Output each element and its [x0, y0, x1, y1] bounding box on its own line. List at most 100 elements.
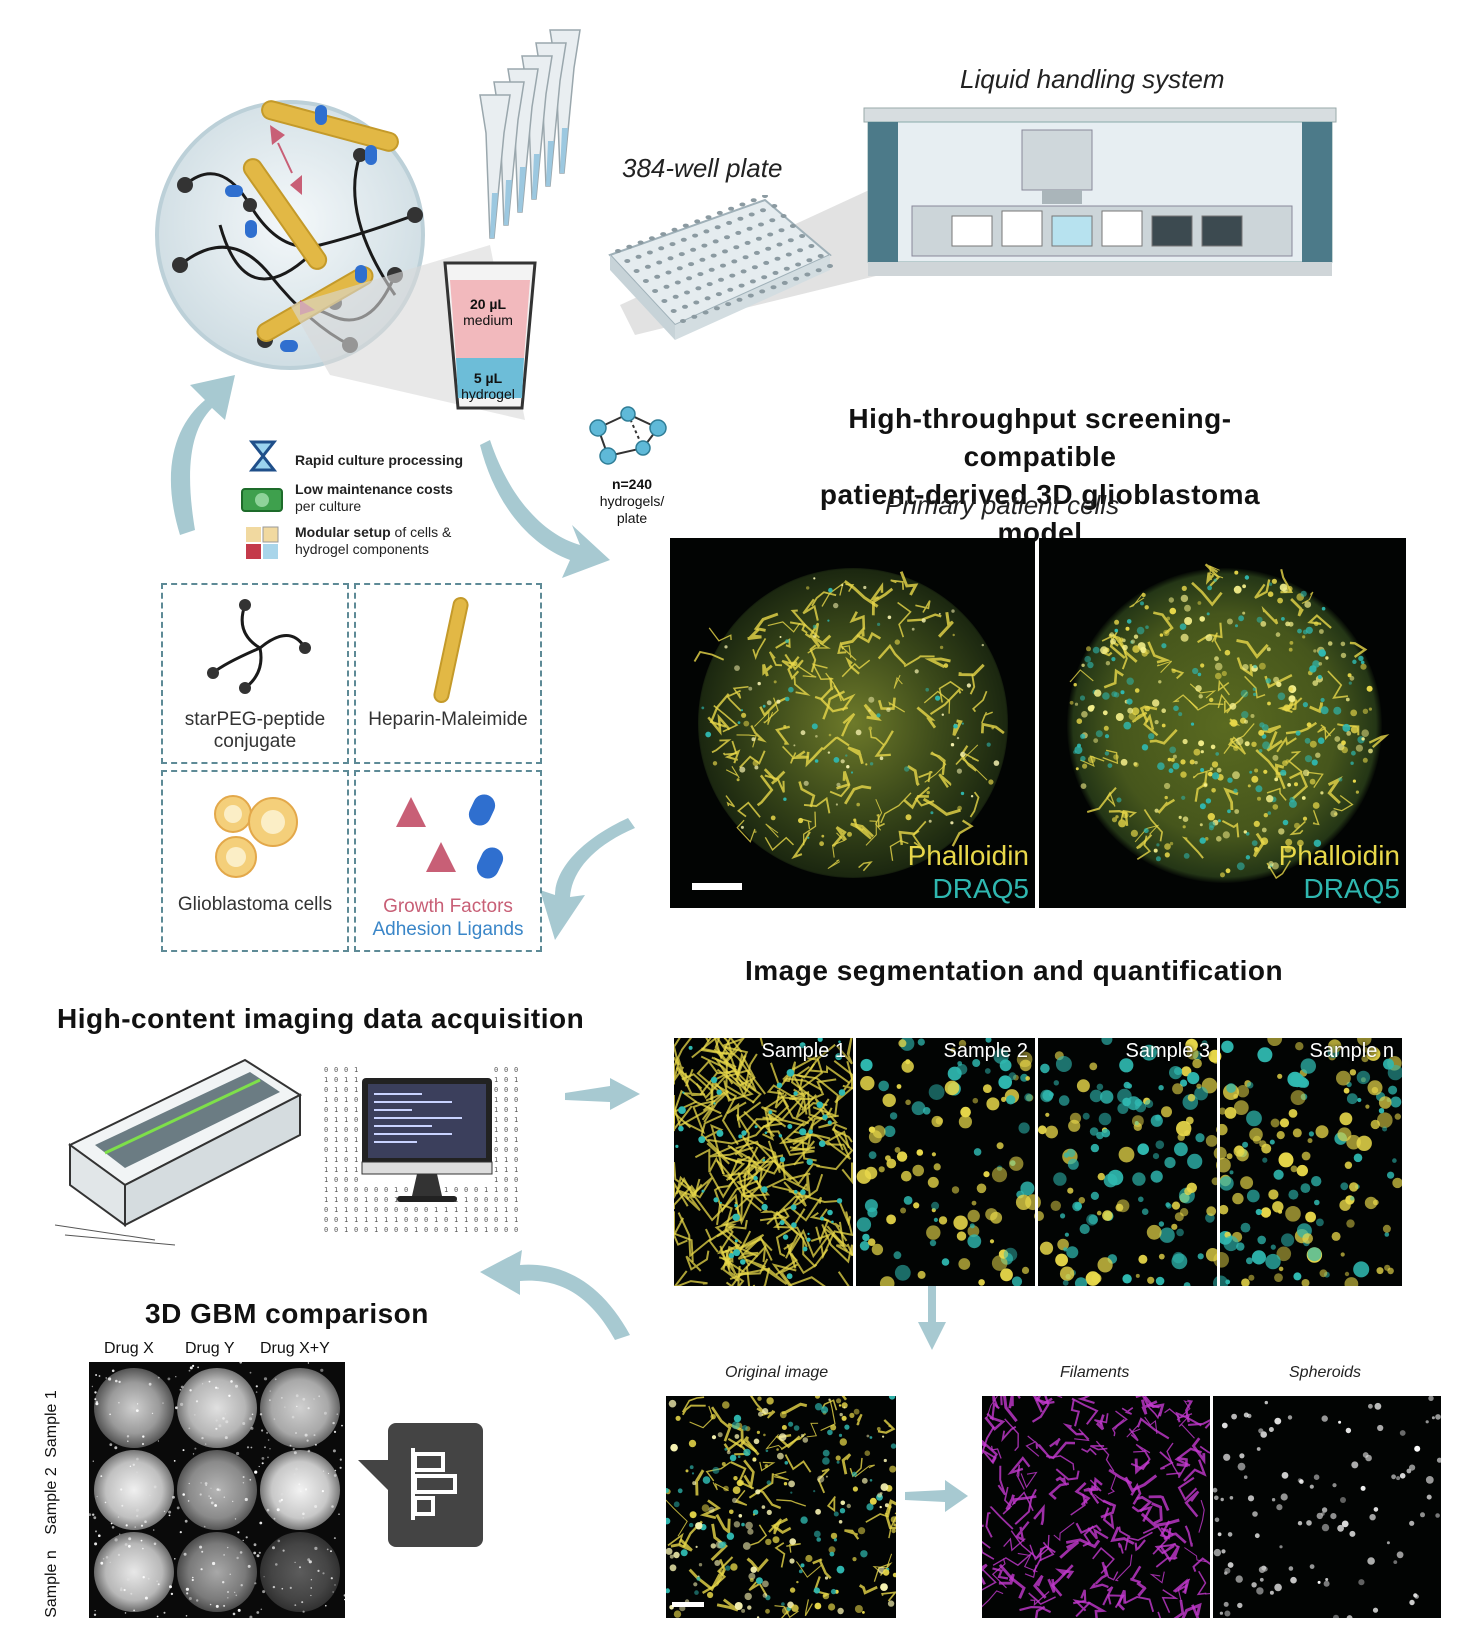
- gbm-speckle: [187, 1500, 190, 1502]
- cell-spheroid: [1236, 1148, 1249, 1162]
- plate-well: [726, 220, 733, 225]
- cell-nucleus: [1260, 621, 1267, 627]
- actin-filament: [958, 663, 985, 677]
- actin-filament: [678, 1183, 703, 1212]
- segmented-spheroid: [1321, 1415, 1328, 1422]
- cell-nucleus: [790, 1491, 793, 1494]
- spheroids-label: Spheroids: [1289, 1364, 1362, 1381]
- starpeg-peptide-icon: [207, 599, 311, 694]
- cell-nucleus: [845, 754, 848, 757]
- gbm-speckle: [236, 1451, 240, 1456]
- segmented-filament: [1128, 1428, 1139, 1442]
- binary-digit: 0: [394, 1226, 398, 1234]
- cell-nucleus: [1074, 702, 1079, 706]
- segmented-filament: [1184, 1490, 1200, 1518]
- cell-spheroid: [1161, 1106, 1172, 1118]
- cell-nucleus: [1311, 759, 1318, 766]
- plate-well: [672, 294, 679, 299]
- cell-nucleus: [1294, 822, 1300, 829]
- binary-digit: 0: [354, 1116, 358, 1124]
- binary-digit: 1: [504, 1166, 508, 1174]
- segmented-spheroid: [1338, 1420, 1342, 1424]
- gbm-speckle: [274, 1378, 277, 1381]
- cell-nucleus: [1306, 722, 1312, 728]
- cell-nucleus: [1169, 841, 1174, 846]
- cell-nucleus: [1358, 655, 1364, 662]
- cell-spheroid: [969, 1223, 975, 1229]
- cell-nucleus: [886, 707, 891, 712]
- actin-filament: [1069, 669, 1094, 683]
- segmented-filament: [1136, 1581, 1147, 1597]
- actin-filament: [701, 1558, 726, 1594]
- cell-spheroid: [1024, 1093, 1033, 1102]
- cell-nucleus: [833, 1538, 837, 1542]
- cell-nucleus: [890, 1516, 896, 1523]
- gbm-speckle: [204, 1482, 208, 1485]
- cell-nucleus: [1115, 713, 1124, 721]
- plate-well: [704, 296, 711, 301]
- cell-spheroid: [1255, 1208, 1262, 1216]
- gbm-speckle: [232, 1612, 236, 1616]
- binary-digit: 0: [374, 1196, 378, 1204]
- gbm-speckle: [95, 1402, 99, 1406]
- cell-nucleus: [1109, 632, 1114, 637]
- cell-nucleus: [807, 1232, 810, 1235]
- cell-spheroid: [1394, 1113, 1401, 1120]
- segmented-spheroid: [1420, 1512, 1425, 1518]
- cell-nucleus: [1198, 694, 1203, 699]
- segmented-filament: [982, 1524, 985, 1528]
- binary-digit: 1: [364, 1206, 368, 1214]
- gbm-speckle: [284, 1406, 286, 1408]
- cell-nucleus: [1159, 633, 1164, 637]
- actin-filament: [877, 643, 907, 666]
- cell-nucleus: [789, 1558, 795, 1564]
- cell-nucleus: [701, 1504, 710, 1512]
- segmented-filament: [1117, 1542, 1124, 1554]
- cell-nucleus: [1208, 821, 1216, 828]
- cell-spheroid: [1353, 1261, 1370, 1278]
- gbm-speckle: [157, 1376, 160, 1379]
- gbm-speckle: [281, 1587, 284, 1590]
- binary-digit: 0: [324, 1126, 328, 1134]
- plate-well: [658, 246, 665, 251]
- actin-filament: [856, 1413, 863, 1426]
- cell-spheroid: [1048, 1092, 1054, 1098]
- cell-nucleus: [1081, 663, 1085, 667]
- plate-well: [738, 283, 745, 288]
- cell-nucleus: [883, 1458, 887, 1463]
- cell-nucleus: [1111, 657, 1116, 662]
- cell-spheroid: [1155, 1140, 1165, 1149]
- plate-well: [731, 259, 738, 264]
- cell-nucleus: [754, 830, 757, 833]
- plate-well: [701, 243, 708, 248]
- cell-nucleus: [1105, 661, 1111, 666]
- gbm-row-sample-2: Sample 2: [43, 1467, 60, 1535]
- binary-digit: 0: [504, 1186, 508, 1194]
- actin-filament: [809, 1211, 830, 1245]
- gbm-speckle: [133, 1609, 135, 1612]
- cell-nucleus: [830, 1588, 837, 1595]
- binary-digit: 1: [514, 1106, 518, 1114]
- actin-filament: [674, 1184, 697, 1210]
- binary-digit: 0: [444, 1226, 448, 1234]
- actin-filament: [893, 674, 903, 689]
- gbm-speckle: [174, 1558, 176, 1560]
- binary-digit: 0: [344, 1086, 348, 1094]
- cell-nucleus: [1172, 762, 1180, 770]
- binary-digit: 1: [334, 1106, 338, 1114]
- actin-filament: [752, 1267, 771, 1286]
- cell-nucleus: [1084, 655, 1091, 663]
- gbm-speckle: [222, 1417, 225, 1420]
- actin-filament: [841, 1453, 852, 1475]
- gbm-speckle: [250, 1446, 253, 1449]
- cell-nucleus: [1234, 809, 1240, 814]
- cell-nucleus: [808, 1129, 813, 1134]
- cell-spheroid: [941, 1258, 950, 1266]
- cell-nucleus: [794, 1189, 798, 1194]
- gbm-speckle: [331, 1505, 334, 1508]
- cell-nucleus: [1258, 729, 1265, 736]
- cell-nucleus: [1168, 597, 1174, 603]
- cell-nucleus: [1260, 837, 1269, 845]
- cell-spheroid: [1392, 1177, 1402, 1189]
- binary-digit: 0: [484, 1196, 488, 1204]
